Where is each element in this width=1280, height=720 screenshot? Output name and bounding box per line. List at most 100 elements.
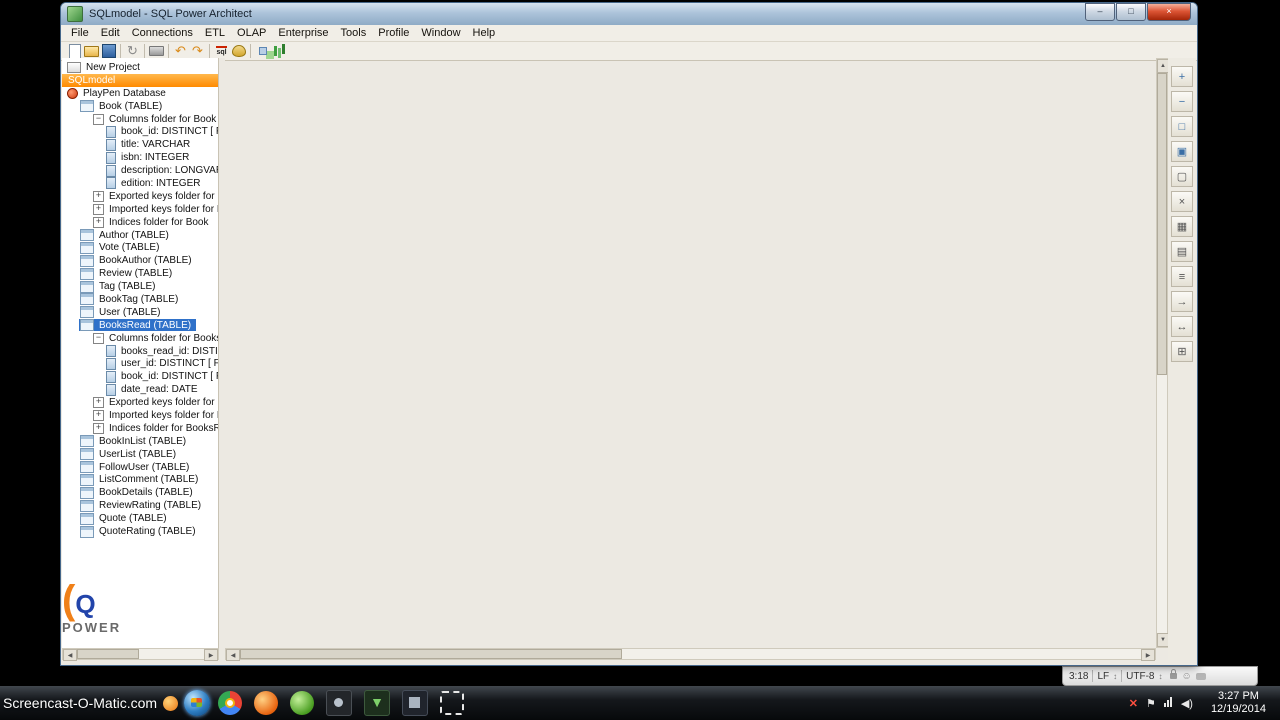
zoom-to-fit-icon[interactable]: ▣: [1171, 141, 1193, 162]
menu-connections[interactable]: Connections: [131, 27, 193, 39]
tree-item-vote-table[interactable]: Vote (TABLE): [62, 241, 218, 254]
tree-hscrollbar[interactable]: ◀ ▶: [62, 648, 219, 661]
tree-item-book-table[interactable]: Book (TABLE): [62, 100, 218, 113]
tree-item-title-varchar[interactable]: title: VARCHAR: [62, 138, 218, 151]
new-column-icon[interactable]: ▤: [1171, 241, 1193, 262]
tree-item-bookinlist-table[interactable]: BookInList (TABLE): [62, 435, 218, 448]
tree-item-description-longvarcha[interactable]: description: LONGVARCHA: [62, 164, 218, 177]
scroll-left-icon[interactable]: ◀: [63, 649, 77, 661]
maximize-button[interactable]: □: [1116, 3, 1146, 21]
chart-icon[interactable]: [271, 43, 288, 59]
tree-item-book-id-distinct-pk[interactable]: book_id: DISTINCT [ PK ]: [62, 125, 218, 138]
recorder-frame-taskbar-icon[interactable]: [440, 691, 465, 715]
tree-item-imported-keys-folder-for-book[interactable]: +Imported keys folder for Book: [62, 203, 218, 216]
tree-item-edition-integer[interactable]: edition: INTEGER: [62, 177, 218, 190]
tree-item-user-id-distinct-fk[interactable]: user_id: DISTINCT [ FK ]: [62, 357, 218, 370]
menu-olap[interactable]: OLAP: [237, 27, 267, 39]
tree-item-columns-folder-for-booksread[interactable]: −Columns folder for BooksRead: [62, 332, 218, 345]
tree-item-userlist-table[interactable]: UserList (TABLE): [62, 448, 218, 461]
camera-taskbar-icon[interactable]: [326, 690, 353, 716]
zoom-out-icon[interactable]: −: [1171, 91, 1193, 112]
tree-item-book-id-distinct-fk[interactable]: book_id: DISTINCT [ FK ]: [62, 370, 218, 383]
tree-item-bookdetails-table[interactable]: BookDetails (TABLE): [62, 486, 218, 499]
tree-item-books-read-id-distinct[interactable]: books_read_id: DISTINCT: [62, 345, 218, 358]
start-button[interactable]: [184, 690, 211, 716]
tree-item-tag-table[interactable]: Tag (TABLE): [62, 280, 218, 293]
tree-expander-icon[interactable]: +: [93, 409, 104, 421]
spinner-icon[interactable]: ↕: [1113, 671, 1118, 681]
scroll-thumb[interactable]: [1157, 73, 1167, 375]
select-frame-icon[interactable]: ▢: [1171, 166, 1193, 187]
tree-item-exported-keys-folder-for-booksrea[interactable]: +Exported keys folder for BooksRea: [62, 396, 218, 409]
new-file-icon[interactable]: [66, 43, 83, 59]
tree-expander-icon[interactable]: −: [93, 332, 104, 344]
tree-expander-icon[interactable]: +: [93, 422, 104, 434]
canvas-vscrollbar[interactable]: ▲ ▼: [1156, 58, 1169, 648]
line-ending[interactable]: LF: [1097, 670, 1110, 682]
new-identifying-relationship-icon[interactable]: →: [1171, 291, 1193, 312]
forward-sql-icon[interactable]: [213, 43, 230, 59]
auto-layout-icon[interactable]: ⊞: [1171, 341, 1193, 362]
tree-item-quote-table[interactable]: Quote (TABLE): [62, 512, 218, 525]
panel-splitter[interactable]: [219, 58, 225, 660]
scroll-right-icon[interactable]: ▶: [204, 649, 218, 661]
minimize-button[interactable]: –: [1085, 3, 1115, 21]
volume-icon[interactable]: ◀): [1180, 697, 1193, 710]
title-bar[interactable]: SQLmodel - SQL Power Architect –□×: [61, 3, 1197, 25]
menu-help[interactable]: Help: [472, 27, 496, 39]
scroll-right-icon[interactable]: ▶: [1141, 649, 1155, 661]
clock[interactable]: 3:27 PM 12/19/2014: [1211, 690, 1266, 716]
new-nonidentifying-relationship-icon[interactable]: ↔: [1171, 316, 1193, 337]
tree-item-indices-folder-for-booksread[interactable]: +Indices folder for BooksRead: [62, 422, 218, 435]
tree-item-indices-folder-for-book[interactable]: +Indices folder for Book: [62, 216, 218, 229]
canvas-hscrollbar[interactable]: ◀ ▶: [225, 648, 1156, 661]
tree-item-date-read-date[interactable]: date_read: DATE: [62, 383, 218, 396]
delete-selected-icon[interactable]: ×: [1171, 191, 1193, 212]
menu-file[interactable]: File: [71, 27, 89, 39]
tree-expander-icon[interactable]: +: [93, 190, 104, 202]
scroll-left-icon[interactable]: ◀: [226, 649, 240, 661]
tree-item-followuser-table[interactable]: FollowUser (TABLE): [62, 461, 218, 474]
menu-etl[interactable]: ETL: [204, 27, 226, 39]
new-index-icon[interactable]: ≡: [1171, 266, 1193, 287]
menu-tools[interactable]: Tools: [340, 27, 367, 39]
tree-item-exported-keys-folder-for-book[interactable]: +Exported keys folder for Book: [62, 190, 218, 203]
tree-item-imported-keys-folder-for-booksrea[interactable]: +Imported keys folder for BooksRea: [62, 409, 218, 422]
tree-expander-icon[interactable]: +: [93, 216, 104, 228]
tree-expander-icon[interactable]: +: [93, 397, 104, 409]
flag-icon[interactable]: ⚑: [1145, 697, 1156, 710]
compare-icon[interactable]: [254, 43, 271, 59]
zoom-reset-icon[interactable]: □: [1171, 116, 1193, 137]
open-folder-icon[interactable]: [83, 43, 100, 59]
redo-icon[interactable]: [189, 43, 206, 59]
tree-item-quoterating-table[interactable]: QuoteRating (TABLE): [62, 525, 218, 538]
dark-app-taskbar-icon[interactable]: [402, 690, 429, 716]
tree-item-playpen-database[interactable]: PlayPen Database: [62, 87, 218, 100]
tree-expander-icon[interactable]: +: [93, 203, 104, 215]
tree-item-columns-folder-for-book[interactable]: −Columns folder for Book: [62, 113, 218, 126]
menu-enterprise[interactable]: Enterprise: [278, 27, 329, 39]
tree-item-isbn-integer[interactable]: isbn: INTEGER: [62, 151, 218, 164]
chrome-taskbar-icon[interactable]: [218, 691, 243, 715]
scroll-thumb[interactable]: [240, 649, 622, 659]
tree-item-new-project[interactable]: New Project: [62, 61, 218, 74]
encoding[interactable]: UTF-8: [1126, 670, 1155, 682]
close-button[interactable]: ×: [1147, 3, 1191, 21]
tree-item-bookauthor-table[interactable]: BookAuthor (TABLE): [62, 254, 218, 267]
scroll-thumb[interactable]: [77, 649, 139, 659]
tree-expander-icon[interactable]: −: [93, 113, 104, 125]
menu-window[interactable]: Window: [421, 27, 461, 39]
menu-edit[interactable]: Edit: [100, 27, 120, 39]
tree-item-booktag-table[interactable]: BookTag (TABLE): [62, 293, 218, 306]
firefox-taskbar-icon[interactable]: [254, 691, 279, 715]
undo-icon[interactable]: [172, 43, 189, 59]
tree-item-author-table[interactable]: Author (TABLE): [62, 229, 218, 242]
alert-icon[interactable]: ✕: [1128, 697, 1138, 710]
tree-item-user-table[interactable]: User (TABLE): [62, 306, 218, 319]
print-icon[interactable]: [148, 43, 165, 59]
save-icon[interactable]: [100, 43, 117, 59]
tree-item-booksread-table[interactable]: BooksRead (TABLE): [62, 319, 218, 332]
refresh-icon[interactable]: [124, 43, 141, 59]
database-icon[interactable]: [230, 43, 247, 59]
